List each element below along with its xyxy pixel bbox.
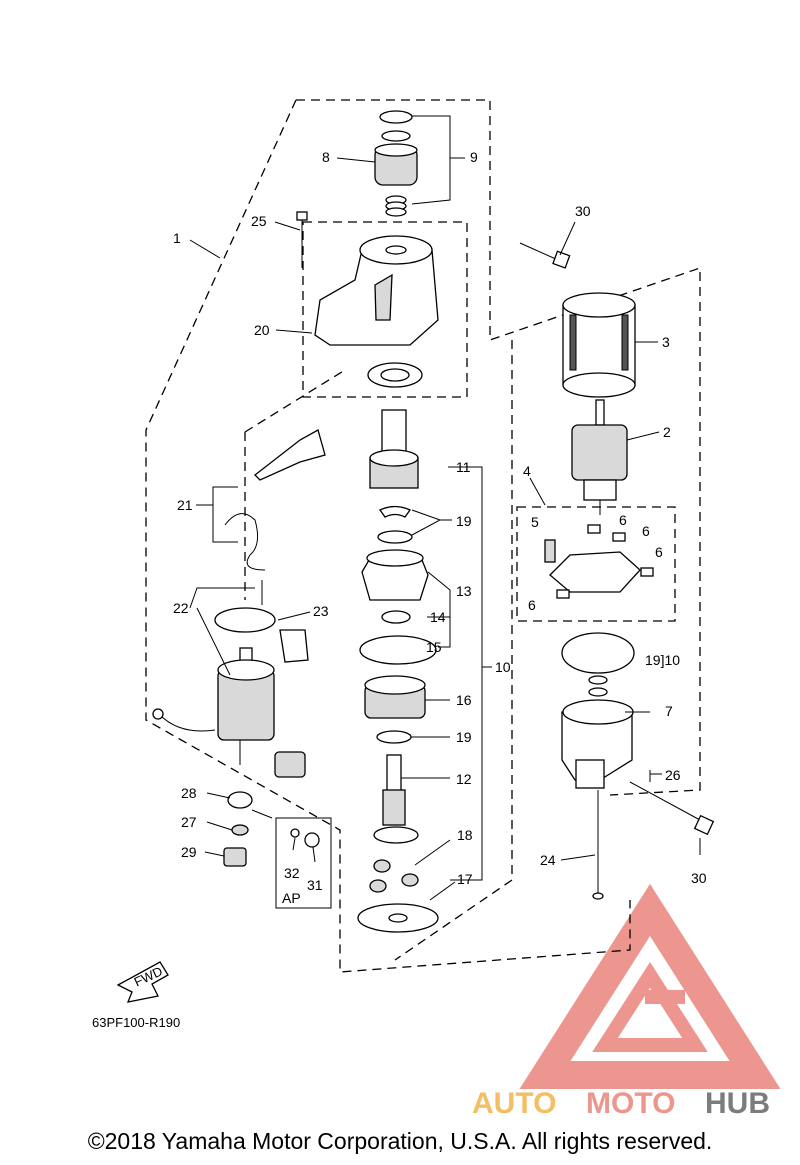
callout-14: 14 bbox=[430, 609, 446, 625]
callout-2: 2 bbox=[663, 424, 671, 440]
leader-lines bbox=[189, 115, 701, 901]
watermark-word-hub: HUB bbox=[705, 1087, 770, 1120]
callout-18: 18 bbox=[457, 827, 473, 843]
callout-6-d: 6 bbox=[528, 597, 536, 613]
callout-7: 7 bbox=[665, 703, 673, 719]
callout-6-a: 6 bbox=[619, 512, 627, 528]
callout-25: 25 bbox=[251, 213, 267, 229]
callout-30-bottom: 30 bbox=[691, 870, 707, 886]
callout-28: 28 bbox=[181, 785, 197, 801]
callout-31: 31 bbox=[307, 877, 323, 893]
fwd-arrow-icon: FWD bbox=[116, 961, 169, 1003]
watermark-text: AUTO MOTO HUB bbox=[472, 1087, 770, 1120]
callout-22: 22 bbox=[173, 600, 189, 616]
ap-label: AP bbox=[282, 890, 301, 906]
copyright-notice: ©2018 Yamaha Motor Corporation, U.S.A. A… bbox=[87, 1128, 713, 1154]
parts bbox=[152, 110, 715, 933]
callout-30-top: 30 bbox=[575, 203, 591, 219]
watermark-logo bbox=[519, 883, 781, 1089]
callout-26: 26 bbox=[665, 767, 681, 783]
callout-19-10: 19]10 bbox=[645, 652, 680, 668]
callout-9: 9 bbox=[470, 149, 478, 165]
callout-12: 12 bbox=[456, 771, 472, 787]
callout-3: 3 bbox=[662, 334, 670, 350]
callout-16: 16 bbox=[456, 692, 472, 708]
callout-20: 20 bbox=[254, 322, 270, 338]
callout-23: 23 bbox=[313, 603, 329, 619]
callout-4: 4 bbox=[523, 463, 531, 479]
callout-10: 10 bbox=[495, 659, 511, 675]
callout-15: 15 bbox=[426, 639, 442, 655]
callout-32: 32 bbox=[284, 865, 300, 881]
callout-27: 27 bbox=[181, 814, 197, 830]
callout-13: 13 bbox=[456, 583, 472, 599]
callout-1: 1 bbox=[173, 230, 181, 246]
callout-19-a: 19 bbox=[456, 513, 472, 529]
callout-17: 17 bbox=[457, 871, 473, 887]
watermark-word-moto: MOTO bbox=[586, 1087, 675, 1120]
callout-24: 24 bbox=[540, 852, 556, 868]
watermark-word-auto: AUTO bbox=[472, 1087, 556, 1120]
callout-6-b: 6 bbox=[642, 523, 650, 539]
callout-11: 11 bbox=[456, 459, 471, 475]
callout-21: 21 bbox=[177, 497, 193, 513]
callout-8: 8 bbox=[322, 149, 330, 165]
callout-29: 29 bbox=[181, 844, 197, 860]
callout-5: 5 bbox=[531, 514, 539, 530]
diagram-code: 63PF100-R190 bbox=[92, 1015, 180, 1030]
callout-19-b: 19 bbox=[456, 729, 472, 745]
callout-labels: 1 2 3 4 5 6 6 6 6 7 8 9 10 19]10 11 12 1… bbox=[173, 149, 707, 906]
callout-6-c: 6 bbox=[655, 544, 663, 560]
